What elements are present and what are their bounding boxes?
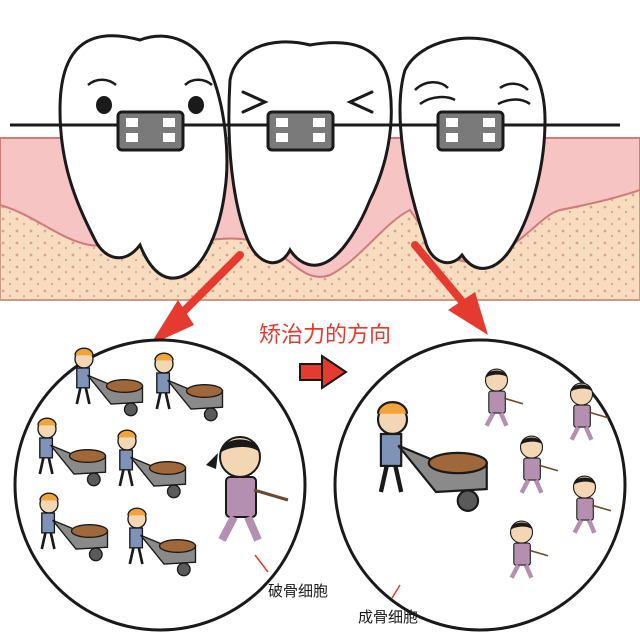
worker-pickaxe [509, 520, 549, 579]
tooth-right [398, 36, 547, 270]
worker-pickaxe [569, 382, 609, 441]
force-direction-title: 矫治力的方向 [259, 323, 391, 348]
arrow-down-left-icon [150, 251, 244, 345]
worker-pickaxe [519, 435, 559, 494]
tooth-left [58, 34, 229, 280]
worker-wheelbarrow [37, 417, 107, 487]
bracket [116, 110, 185, 152]
worker-pickaxe [572, 475, 612, 534]
worker-wheelbarrow [117, 429, 187, 499]
bracket [266, 110, 335, 152]
label-pointer [391, 584, 401, 599]
bracket [436, 110, 505, 152]
worker-wheelbarrow [127, 507, 197, 577]
tooth-middle [227, 40, 393, 267]
osteoclast-label: 破骨细胞 [268, 582, 328, 600]
osteoblast-label: 成骨细胞 [358, 608, 418, 626]
worker-pickaxe [484, 368, 524, 427]
arrow-right-icon [299, 354, 348, 390]
label-pointer [254, 554, 269, 573]
worker-wheelbarrow [154, 352, 224, 422]
worker-wheelbarrow [376, 401, 488, 512]
worker-wheelbarrow [74, 347, 144, 417]
worker-wheelbarrow [39, 492, 109, 562]
arrow-down-right-icon [411, 241, 488, 335]
worker-pickaxe [206, 436, 289, 542]
